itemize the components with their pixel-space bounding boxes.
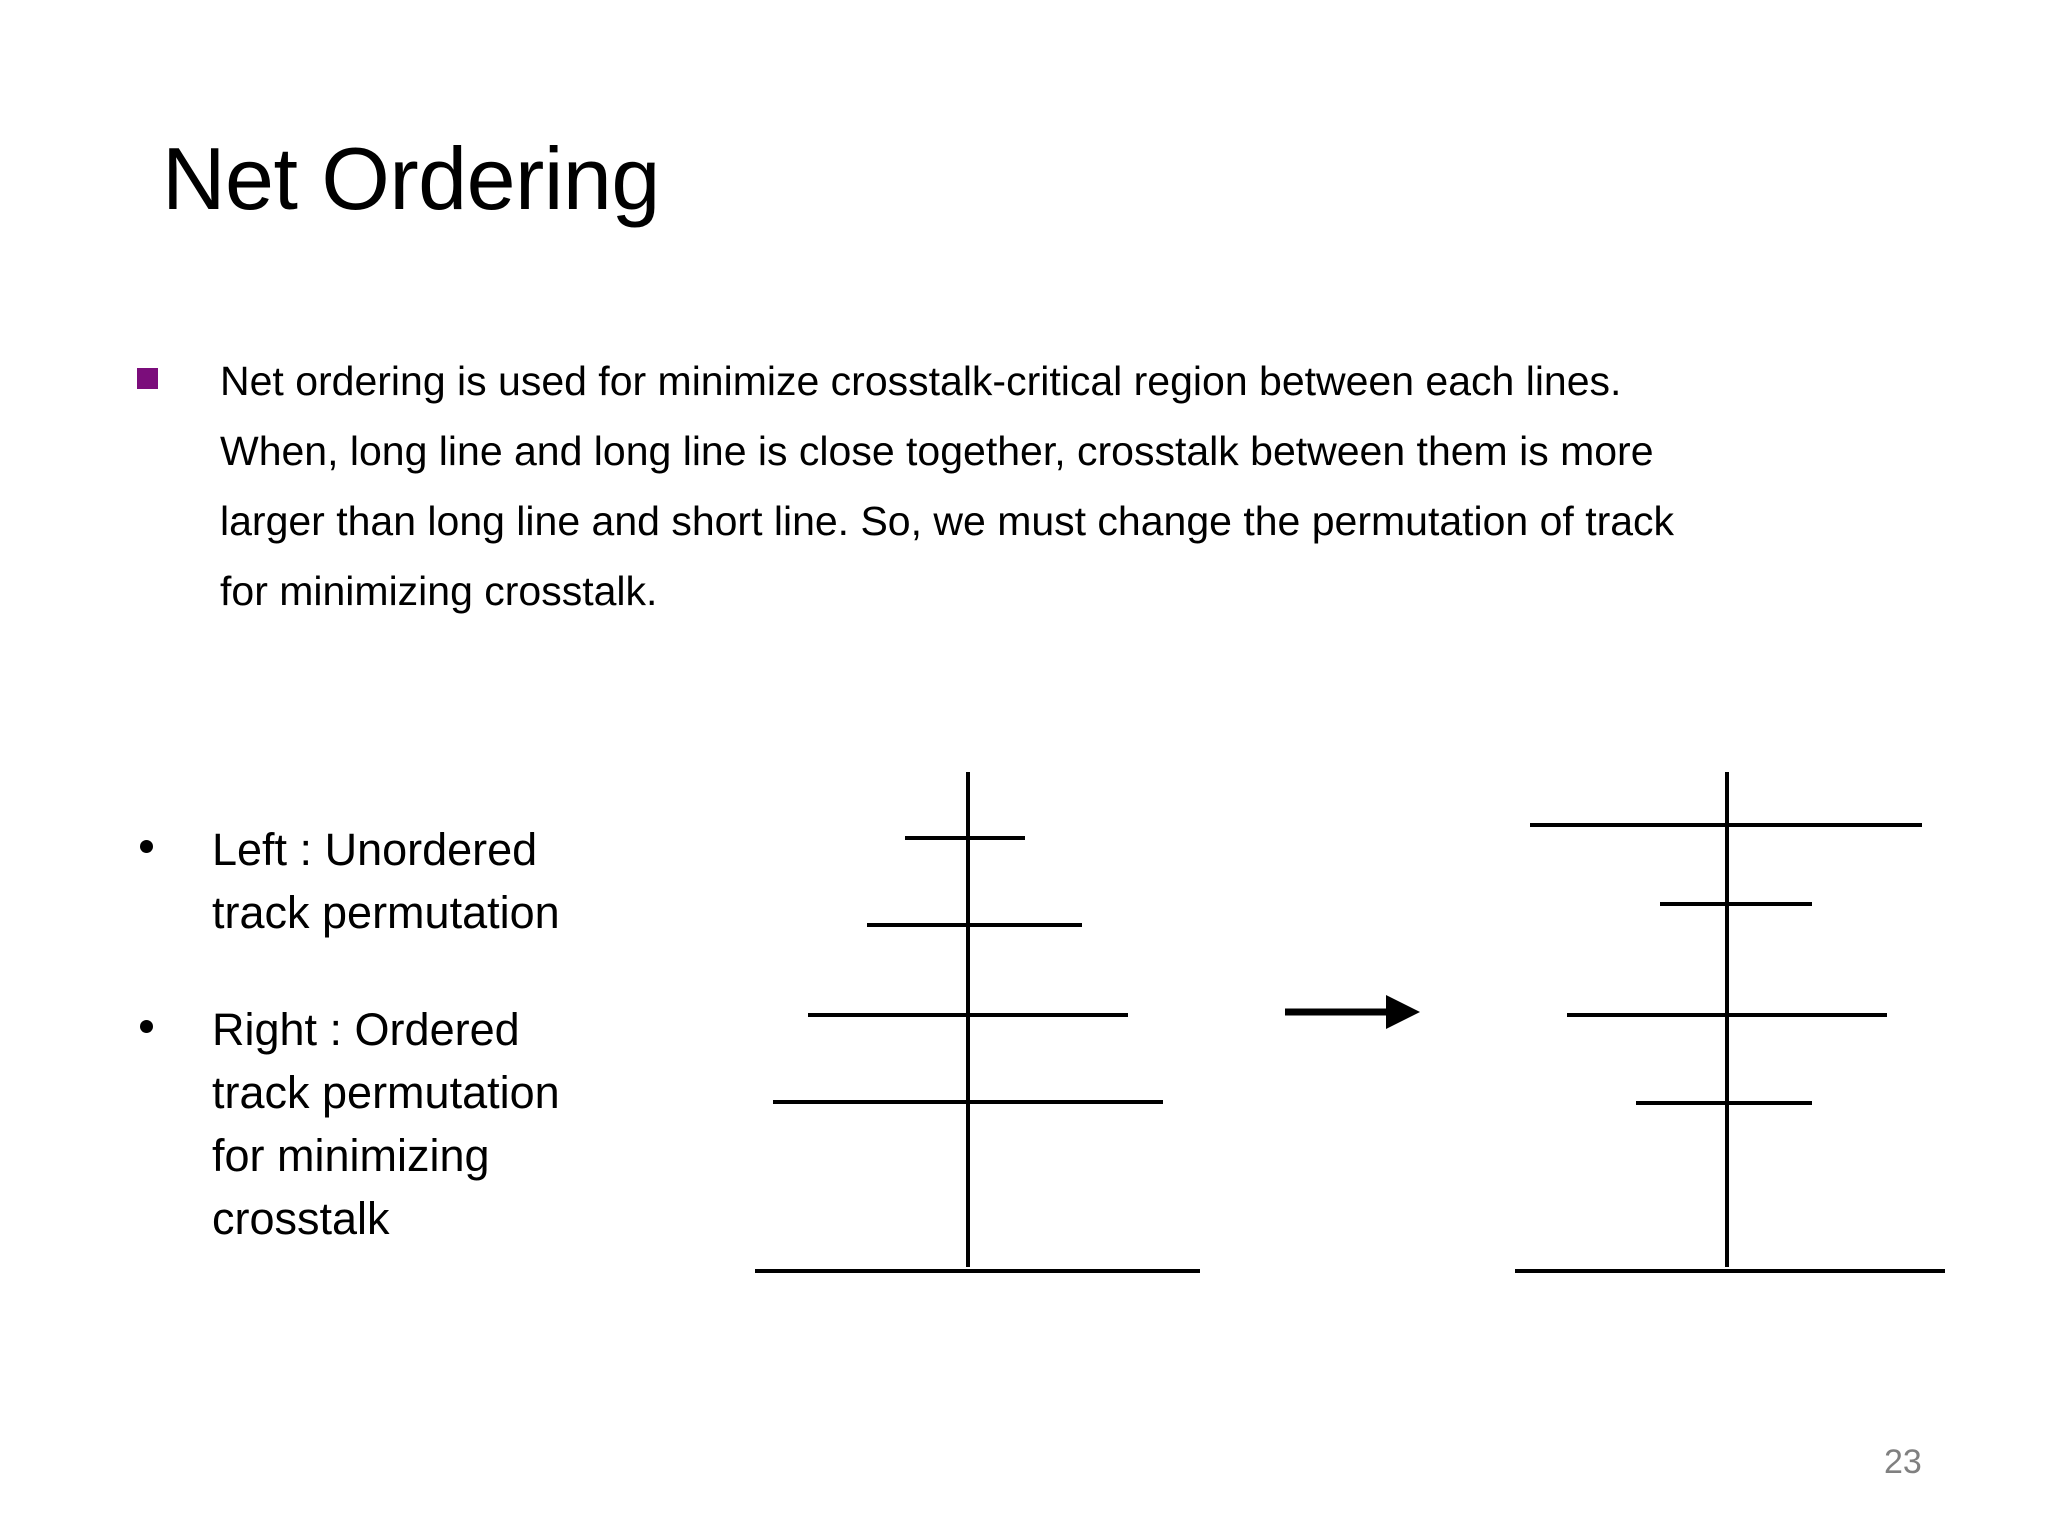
unordered-track-permutation-diagram [755, 772, 1200, 1273]
legend-line: track permutation [212, 887, 560, 938]
round-bullet-icon [140, 840, 153, 853]
body-text-block: Net ordering is used for minimize crosst… [132, 346, 1922, 626]
body-paragraph: Net ordering is used for minimize crosst… [220, 346, 1922, 626]
body-line: larger than long line and short line. So… [220, 498, 1675, 544]
round-bullet-icon [140, 1020, 153, 1033]
legend-line: for minimizing [212, 1130, 490, 1181]
arrow-head [1386, 995, 1420, 1029]
body-bullet-row: Net ordering is used for minimize crosst… [132, 346, 1922, 626]
legend-line: track permutation [212, 1067, 560, 1118]
legend-list: Left : Unordered track permutation Right… [140, 818, 700, 1304]
list-item: Right : Ordered track permutation for mi… [140, 998, 700, 1250]
body-line: for minimizing crosstalk. [220, 568, 658, 614]
legend-item-label: Left : Unordered track permutation [212, 818, 700, 944]
square-bullet-icon [137, 368, 158, 389]
legend-line: crosstalk [212, 1193, 390, 1244]
transform-arrow-icon [1285, 995, 1420, 1029]
legend-item-label: Right : Ordered track permutation for mi… [212, 998, 700, 1250]
legend-line: Right : Ordered [212, 1004, 520, 1055]
body-line: When, long line and long line is close t… [220, 428, 1654, 474]
body-line: Net ordering is used for minimize crosst… [220, 358, 1622, 404]
page-number: 23 [1884, 1443, 1922, 1481]
page-title: Net Ordering [162, 129, 660, 228]
list-item: Left : Unordered track permutation [140, 818, 700, 944]
legend-line: Left : Unordered [212, 824, 538, 875]
ordered-track-permutation-diagram [1515, 772, 1945, 1273]
